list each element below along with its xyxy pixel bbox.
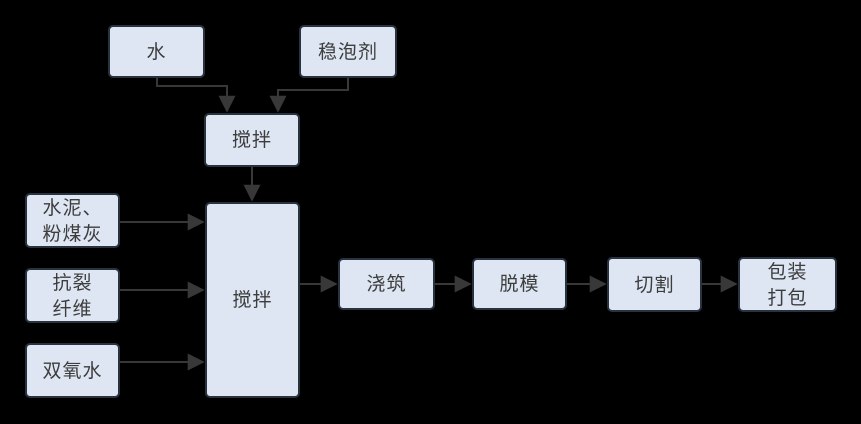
node-demolding: 脱模 <box>472 258 567 310</box>
node-mixing-main: 搅拌 <box>205 202 300 398</box>
node-water: 水 <box>108 25 205 78</box>
node-anticrack-fiber: 抗裂 纤维 <box>25 268 120 323</box>
node-hydrogen-peroxide: 双氧水 <box>25 343 120 398</box>
node-packaging: 包装 打包 <box>738 257 837 312</box>
node-foam-stabilizer: 稳泡剂 <box>299 25 397 78</box>
node-cutting: 切割 <box>607 257 702 312</box>
arrow-water-to-mixing-top <box>156 78 236 113</box>
node-mixing-top: 搅拌 <box>204 113 300 167</box>
node-cement-flyash: 水泥、 粉煤灰 <box>25 193 120 248</box>
node-pouring: 浇筑 <box>338 258 435 310</box>
arrow-stabilizer-to-mixing-top <box>269 78 349 113</box>
